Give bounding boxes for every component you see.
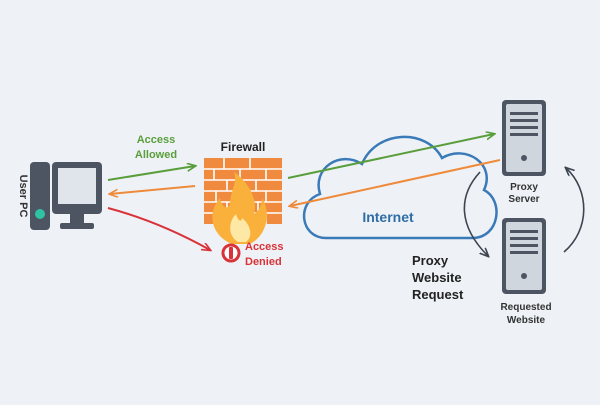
- proxy-request-label-line3: Request: [412, 287, 464, 302]
- allowed-arrow-pc-to-firewall: [107, 166, 195, 181]
- user-pc-label: User PC: [17, 175, 29, 218]
- allowed-arrow-firewall-to-proxy: [287, 134, 494, 179]
- access-denied-label-line1: Access: [245, 241, 284, 253]
- curved-arrow-website-to-proxy: [563, 168, 585, 253]
- return-arrow-firewall-to-pc: [110, 185, 196, 194]
- access-allowed-label-line1: Access: [137, 134, 176, 146]
- denied-arrow-pc-to-firewall: [107, 207, 210, 250]
- requested-website-server-icon: [502, 218, 546, 294]
- user-pc-icon: [30, 162, 102, 230]
- requested-website-label-line1: Requested: [500, 302, 551, 313]
- firewall-label: Firewall: [221, 140, 266, 154]
- proxy-request-label-line2: Website: [412, 270, 462, 285]
- proxy-server-icon: [502, 100, 546, 176]
- internet-cloud-icon: [303, 135, 498, 240]
- return-arrow-proxy-to-firewall: [290, 159, 501, 206]
- curved-arrow-proxy-to-website: [463, 171, 488, 256]
- proxy-server-label-line1: Proxy: [510, 182, 538, 193]
- firewall-icon: [204, 158, 282, 244]
- proxy-request-label-line1: Proxy: [412, 253, 449, 268]
- access-denied-label-line2: Denied: [245, 256, 282, 268]
- access-allowed-label-line2: Allowed: [135, 149, 177, 161]
- requested-website-label-line2: Website: [507, 315, 546, 326]
- proxy-server-label-line2: Server: [508, 194, 539, 205]
- internet-label: Internet: [362, 209, 414, 225]
- no-entry-icon: [221, 243, 241, 263]
